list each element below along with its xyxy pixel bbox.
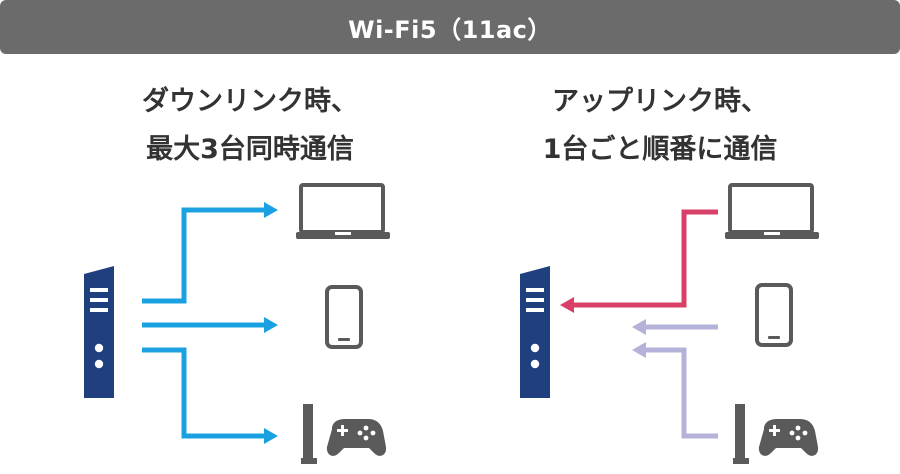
title-bar: Wi-Fi5（11ac） xyxy=(0,0,900,54)
downlink-arrowhead-console xyxy=(264,428,278,444)
downlink-caption-line2: 最大3台同時通信 xyxy=(146,134,354,165)
smartphone-icon xyxy=(755,283,793,347)
uplink-arrow-console-waiting xyxy=(646,347,718,439)
downlink-arrow-console xyxy=(142,347,268,439)
diagram-title: Wi-Fi5（11ac） xyxy=(348,15,552,44)
laptop-icon xyxy=(723,183,821,241)
laptop-icon xyxy=(294,183,392,241)
downlink-arrows xyxy=(142,207,268,439)
game-console-icon xyxy=(301,404,386,464)
uplink-caption-line2: 1台ごと順番に通信 xyxy=(542,134,778,165)
router-icon xyxy=(84,266,114,398)
downlink-arrowhead-laptop xyxy=(264,202,278,218)
router-icon xyxy=(520,266,550,398)
uplink-arrow-laptop-active xyxy=(572,209,718,308)
uplink-arrowhead-smartphone xyxy=(632,319,646,335)
uplink-arrows xyxy=(572,209,718,439)
smartphone-icon xyxy=(325,285,363,349)
uplink-arrowhead-console xyxy=(632,342,646,358)
downlink-caption-line1: ダウンリンク時、 xyxy=(142,86,358,117)
downlink-caption: ダウンリンク時、 最大3台同時通信 xyxy=(40,78,460,174)
downlink-arrowhead-smartphone xyxy=(264,317,278,333)
game-console-icon xyxy=(733,404,818,464)
uplink-caption: アップリンク時、 1台ごと順番に通信 xyxy=(460,78,860,174)
downlink-arrow-laptop xyxy=(142,207,268,304)
uplink-arrowhead-active xyxy=(560,297,574,313)
uplink-caption-line1: アップリンク時、 xyxy=(552,86,768,117)
